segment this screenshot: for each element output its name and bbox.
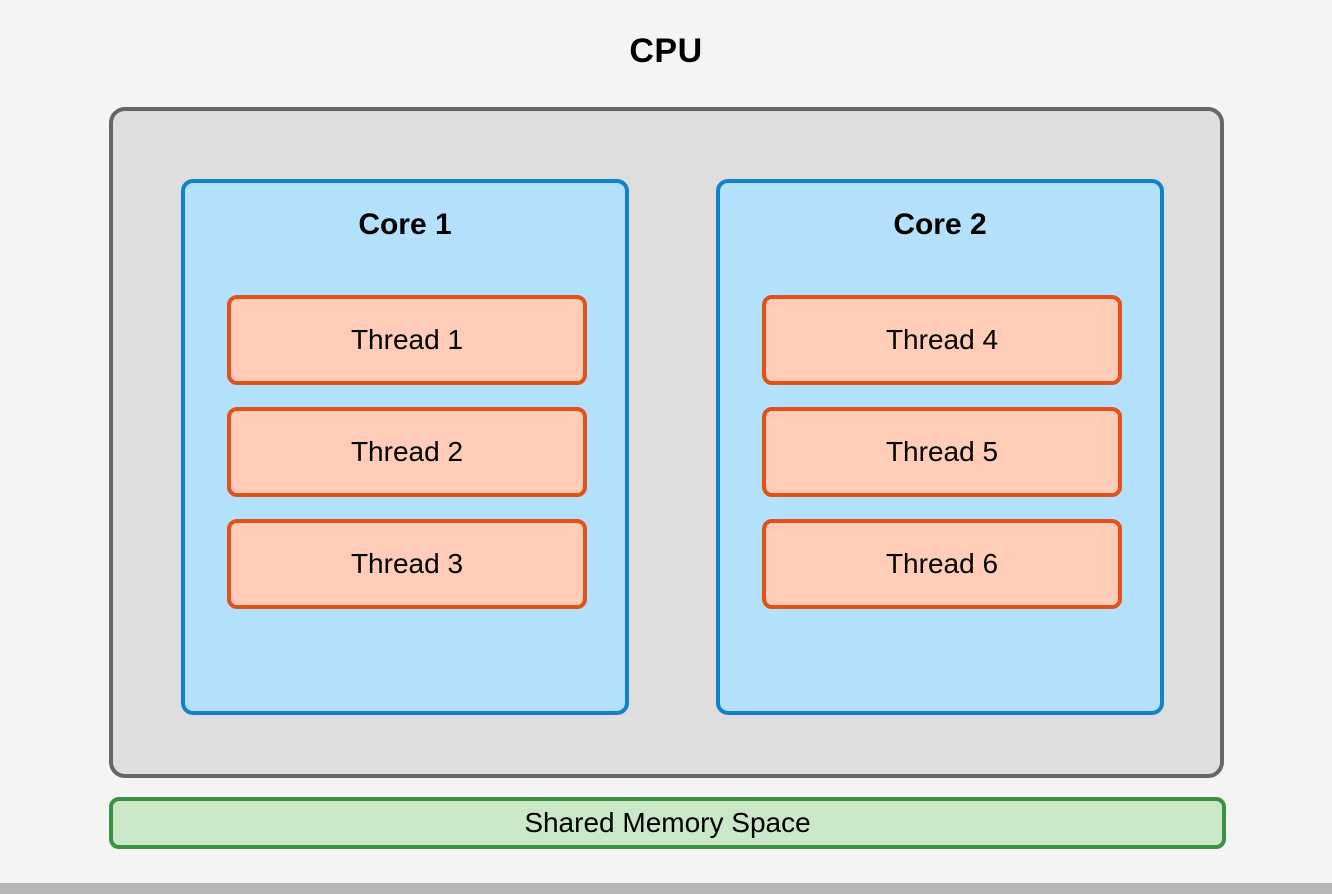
thread-label: Thread 6 (885, 548, 999, 579)
thread-block[interactable]: Thread 2 (227, 407, 587, 497)
thread-block[interactable]: Thread 4 (762, 295, 1122, 385)
core-label-1: Core 1 (358, 208, 452, 241)
core-block-1[interactable]: Core 1 Thread 1 Thread 2 Thread 3 (181, 179, 629, 715)
thread-list-core-1: Thread 1 Thread 2 Thread 3 (227, 295, 587, 609)
horizontal-scrollbar[interactable] (0, 883, 1332, 894)
shared-memory-label: Shared Memory Space (524, 807, 811, 838)
thread-block[interactable]: Thread 6 (762, 519, 1122, 609)
thread-label: Thread 2 (350, 436, 464, 467)
core-block-2[interactable]: Core 2 Thread 4 Thread 5 Thread 6 (716, 179, 1164, 715)
cpu-container: Core 1 Thread 1 Thread 2 Thread 3 Core 2… (109, 107, 1224, 778)
thread-block[interactable]: Thread 1 (227, 295, 587, 385)
thread-block[interactable]: Thread 5 (762, 407, 1122, 497)
thread-label: Thread 4 (885, 324, 999, 355)
page-title: CPU (629, 32, 703, 70)
thread-label: Thread 5 (885, 436, 999, 467)
thread-block[interactable]: Thread 3 (227, 519, 587, 609)
core-label-2: Core 2 (893, 208, 987, 241)
thread-list-core-2: Thread 4 Thread 5 Thread 6 (762, 295, 1122, 609)
thread-label: Thread 3 (350, 548, 464, 579)
thread-label: Thread 1 (350, 324, 464, 355)
shared-memory-block[interactable]: Shared Memory Space (109, 797, 1226, 849)
